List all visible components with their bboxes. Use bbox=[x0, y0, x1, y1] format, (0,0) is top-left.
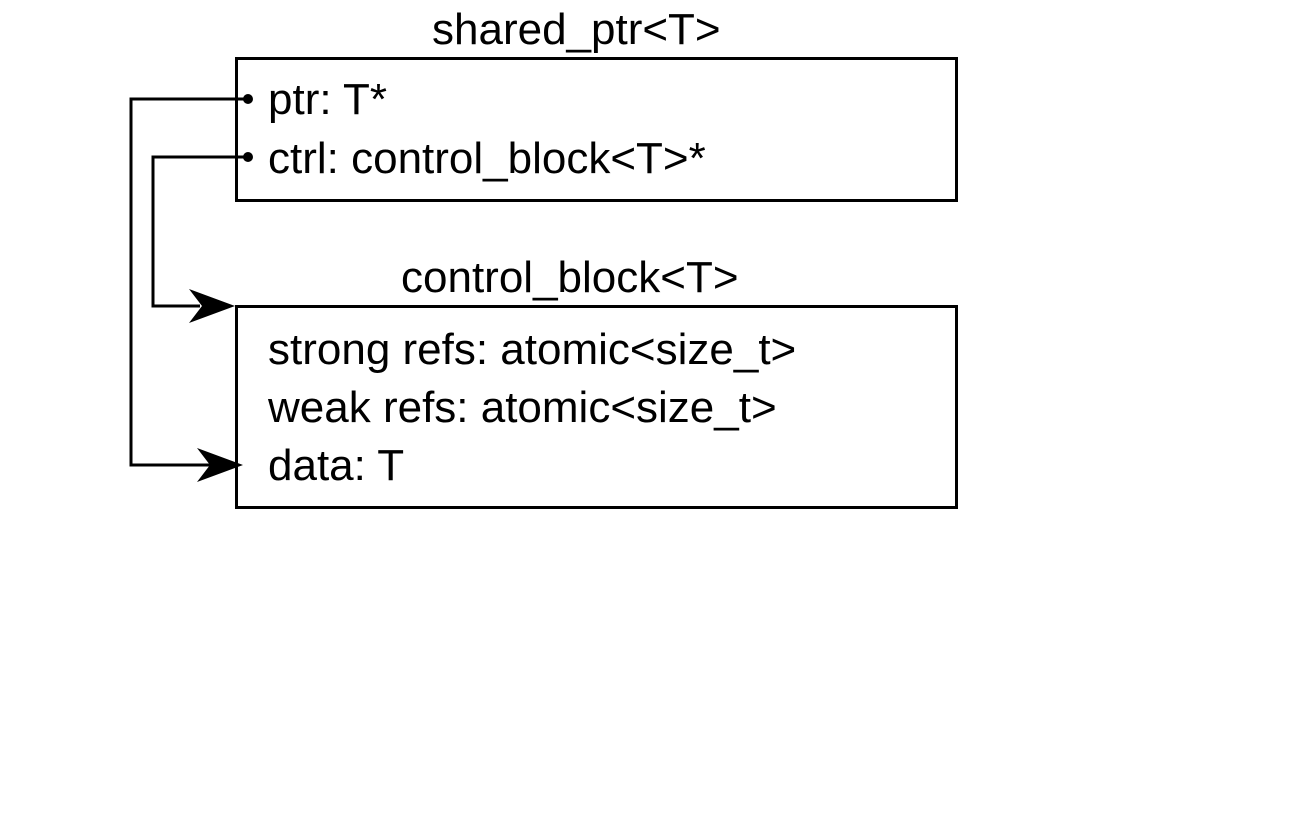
shared-ptr-field-ptr: ptr: T* bbox=[268, 75, 388, 124]
control-block-field-strong-refs: strong refs: atomic<size_t> bbox=[268, 325, 797, 374]
ctrl-to-control-block-line bbox=[151, 155, 248, 308]
ctrl-to-control-block-arrowhead bbox=[189, 289, 235, 323]
shared-ptr-box bbox=[235, 57, 958, 202]
control-block-field-weak-refs: weak refs: atomic<size_t> bbox=[268, 383, 777, 432]
shared-ptr-title: shared_ptr<T> bbox=[432, 5, 721, 54]
shared-ptr-field-ctrl: ctrl: control_block<T>* bbox=[268, 134, 706, 183]
control-block-field-data: data: T bbox=[268, 441, 405, 490]
control-block-box bbox=[235, 305, 958, 509]
control-block-title: control_block<T> bbox=[401, 253, 739, 302]
ptr-to-data-line bbox=[129, 97, 248, 467]
